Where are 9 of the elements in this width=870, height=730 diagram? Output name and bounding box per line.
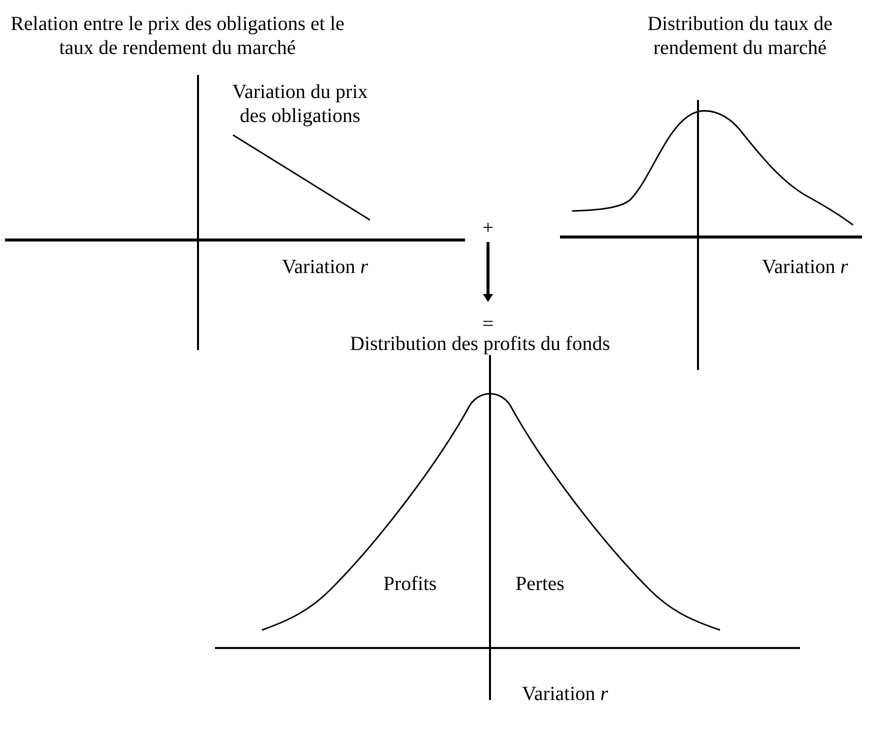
curve-label: Variation du prix des obligations [231,80,369,128]
axis-label: Variation r [760,255,850,279]
axis-label: Variation r [520,682,610,706]
plus-sign: + [481,216,495,240]
chart-title: Relation entre le prix des obligations et le taux de rendement du marché [10,12,346,60]
region-label: Pertes [514,572,566,596]
region-label: Profits [382,572,438,596]
chart-title: Distribution du taux de rendement du marché [646,12,834,60]
axis-label: Variation r [280,255,370,279]
